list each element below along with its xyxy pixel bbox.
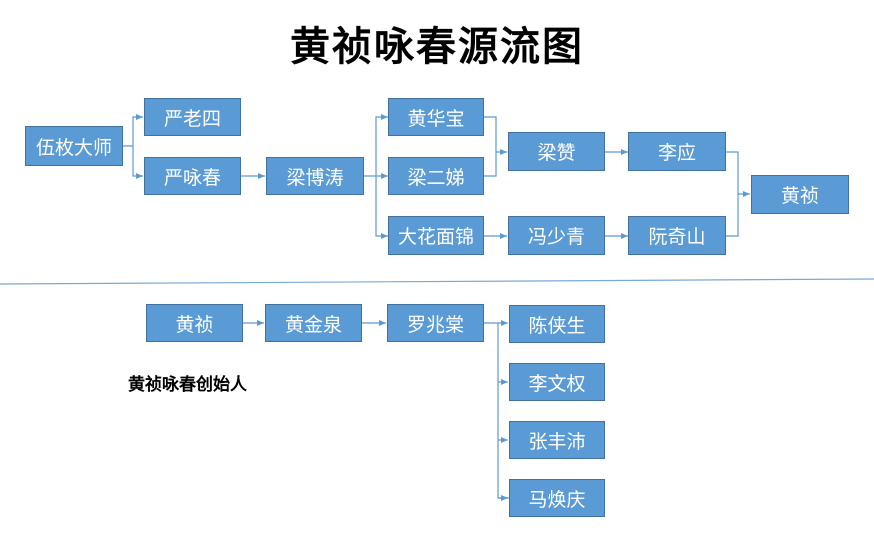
node-ruan-qishan: 阮奇山 [628,216,726,255]
node-yan-yongchun: 严咏春 [144,157,241,195]
node-chen-xiasheng: 陈侠生 [509,305,605,343]
node-wu-mei: 伍枚大师 [25,126,123,166]
node-liang-botao: 梁博涛 [266,157,364,195]
node-huang-zhen: 黄祯 [751,175,849,214]
node-huang-jinquan: 黄金泉 [265,304,362,342]
node-liang-erdi: 梁二娣 [388,157,484,195]
node-luo-zhaotang: 罗兆棠 [387,304,484,342]
node-feng-shaoqing: 冯少青 [508,216,605,255]
node-huang-huabao: 黄华宝 [388,98,484,136]
node-li-wenquan: 李文权 [509,363,605,401]
founder-caption: 黄祯咏春创始人 [128,375,247,395]
separator-line [0,278,874,285]
node-li-ying: 李应 [628,132,726,171]
diagram-title: 黄祯咏春源流图 [290,23,584,70]
node-huang-zhen-lower: 黄祯 [146,304,243,342]
node-yan-laosi: 严老四 [144,98,241,136]
node-zhang-fengpei: 张丰沛 [509,421,605,459]
node-liang-zan: 梁赞 [508,132,605,171]
node-ma-huanqing: 马焕庆 [509,479,605,517]
node-dahua-mianjin: 大花面锦 [388,216,484,255]
